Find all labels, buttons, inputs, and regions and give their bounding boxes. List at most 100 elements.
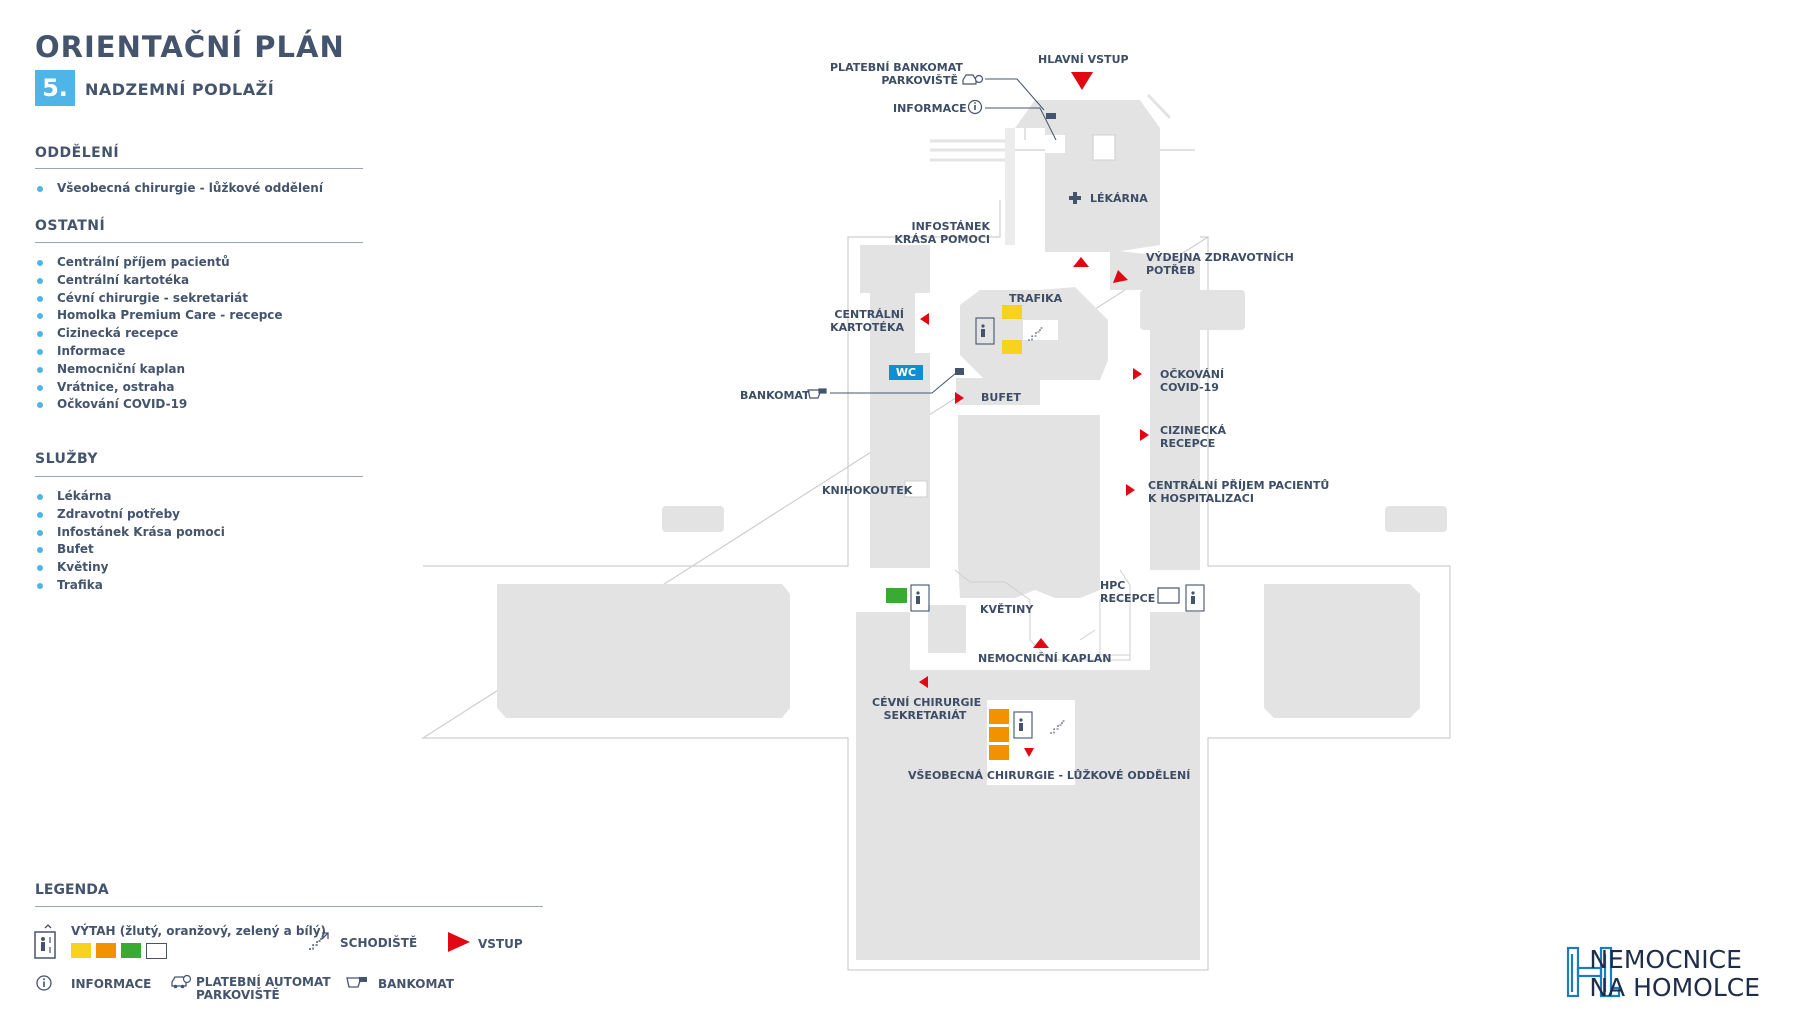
departments-divider: [35, 168, 363, 169]
info-icon: [36, 975, 52, 991]
elevator-green: [886, 588, 907, 603]
map-label-supplies-line1: VÝDEJNA ZDRAVOTNÍCH: [1146, 251, 1294, 264]
map-label-hpc: HPC RECEPCE: [1100, 579, 1155, 605]
legend-divider: [35, 906, 543, 907]
building-blocks: [497, 100, 1447, 960]
map-label-vascular-line2: SEKRETARIÁT: [883, 709, 967, 722]
map-label-chaplain: NEMOCNIČNÍ KAPLAN: [978, 652, 1112, 665]
services-divider: [35, 476, 363, 477]
legend-heading: LEGENDA: [35, 882, 109, 898]
departments-list: Všeobecná chirurgie - lůžkové oddělení: [35, 180, 323, 198]
other-heading: OSTATNÍ: [35, 218, 106, 234]
services-list-item: Květiny: [35, 559, 225, 577]
map-label-main-entrance: HLAVNÍ VSTUP: [1038, 53, 1129, 66]
other-list-item: Cizinecká recepce: [35, 325, 283, 343]
legend-stairs-label: SCHODIŠTĚ: [340, 936, 418, 950]
hospital-logo-text: NEMOCNICE NA HOMOLCE: [1589, 946, 1760, 1002]
other-list-item: Centrální příjem pacientů: [35, 254, 283, 272]
map-label-infostand-line1: INFOSTÁNEK: [911, 220, 991, 233]
wc-badge: [889, 365, 923, 380]
other-list-item: Cévní chirurgie - sekretariát: [35, 290, 283, 308]
map-label-foreign-reception: CIZINECKÁ RECEPCE: [1160, 424, 1226, 450]
map-label-pharmacy: LÉKÁRNA: [1090, 192, 1148, 205]
map-label-wc: WC: [895, 366, 917, 379]
map-label-surgery-ward: VŠEOBECNÁ CHIRURGIE - LŮŽKOVÉ ODDĚLENÍ: [908, 769, 1191, 782]
legend-atm-label: BANKOMAT: [378, 977, 454, 991]
pharmacy-cross-icon: [1069, 192, 1081, 204]
other-list-item: Vrátnice, ostraha: [35, 379, 283, 397]
other-list-item: Nemocniční kaplan: [35, 361, 283, 379]
services-list-item: Zdravotní potřeby: [35, 506, 225, 524]
legend-parking-payment-line1: PLATEBNÍ AUTOMAT: [196, 975, 331, 989]
elevator-yellow-swatch: [71, 943, 91, 958]
map-label-vascular: CÉVNÍ CHIRURGIE SEKRETARIÁT: [872, 696, 982, 722]
services-list-item: Infostánek Krása pomoci: [35, 524, 225, 542]
logo-line2: NA HOMOLCE: [1589, 973, 1760, 1002]
legend-entrance-label: VSTUP: [478, 937, 523, 951]
page-title: ORIENTAČNÍ PLÁN: [35, 30, 345, 64]
services-list-item: Trafika: [35, 577, 225, 595]
map-info-icon: [967, 99, 983, 115]
elevator-green-swatch: [121, 943, 141, 958]
elevator-white: [1157, 587, 1180, 604]
elevator-group-orange: [989, 709, 1009, 760]
legend-elevator-label: VÝTAH (žlutý, oranžový, zelený a bílý): [71, 924, 327, 938]
map-label-foreign-line1: CIZINECKÁ: [1160, 424, 1227, 437]
hospital-logo-icon: [1566, 946, 1621, 998]
elevator-white-swatch: [146, 943, 167, 959]
services-heading: SLUŽBY: [35, 451, 99, 467]
other-list-item: Homolka Premium Care - recepce: [35, 307, 283, 325]
map-label-hpc-line1: HPC: [1100, 579, 1126, 592]
map-label-bookstand: KNIHOKOUTEK: [822, 484, 913, 497]
other-divider: [35, 242, 363, 243]
legend-parking-payment-line2: PARKOVIŠTĚ: [196, 988, 280, 1002]
legend-parking-payment-label: PLATEBNÍ AUTOMAT PARKOVIŠTĚ: [196, 976, 331, 1002]
departments-heading: ODDĚLENÍ: [35, 145, 120, 161]
map-parking-payment-icon: [962, 74, 984, 85]
departments-list-item: Všeobecná chirurgie - lůžkové oddělení: [35, 180, 323, 198]
map-label-foreign-line2: RECEPCE: [1160, 437, 1216, 450]
map-label-records-line2: KARTOTÉKA: [830, 321, 904, 334]
map-stairs-icons: [1028, 327, 1066, 734]
map-label-vascular-line1: CÉVNÍ CHIRURGIE: [872, 696, 982, 709]
map-label-covid-line1: OČKOVÁNÍ: [1160, 368, 1225, 381]
map-label-infostand: INFOSTÁNEK KRÁSA POMOCI: [880, 220, 990, 246]
map-label-covid: OČKOVÁNÍ COVID-19: [1160, 368, 1224, 394]
floor-label: NADZEMNÍ PODLAŽÍ: [85, 80, 275, 99]
other-list-item: Očkování COVID-19: [35, 396, 283, 414]
entrance-markers: [919, 72, 1149, 757]
map-label-records-line1: CENTRÁLNÍ: [834, 308, 904, 321]
map-label-supplies-line2: POTŘEB: [1146, 264, 1196, 277]
map-label-infostand-line2: KRÁSA POMOCI: [894, 233, 990, 246]
other-list-item: Informace: [35, 343, 283, 361]
map-label-parking-atm: PLATEBNÍ BANKOMAT PARKOVIŠTĚ: [830, 61, 963, 87]
elevator-icon: [34, 924, 56, 959]
map-label-covid-line2: COVID-19: [1160, 381, 1219, 394]
map-label-atm: BANKOMAT: [740, 389, 810, 402]
stairs-icon: [309, 932, 329, 950]
map-label-flowers: KVĚTINY: [980, 603, 1034, 616]
entrance-icon: [448, 932, 470, 952]
map-atm-icon: [807, 388, 827, 399]
legend-info-label: INFORMACE: [71, 977, 152, 991]
logo-line1: NEMOCNICE: [1589, 945, 1742, 974]
other-list-item: Centrální kartotéka: [35, 272, 283, 290]
services-list-item: Lékárna: [35, 488, 225, 506]
atm-icon: [346, 977, 367, 988]
map-label-trafika: TRAFIKA: [1009, 292, 1063, 305]
map-label-parking-atm-line1: PLATEBNÍ BANKOMAT: [830, 61, 963, 74]
elevator-orange-swatch: [96, 943, 116, 958]
services-list-item: Bufet: [35, 541, 225, 559]
floor-number-badge: 5.: [35, 70, 75, 106]
map-label-supplies: VÝDEJNA ZDRAVOTNÍCH POTŘEB: [1146, 251, 1294, 277]
map-label-parking-atm-line2: PARKOVIŠTĚ: [881, 74, 958, 87]
map-label-buffet: BUFET: [981, 391, 1021, 404]
map-label-records: CENTRÁLNÍ KARTOTÉKA: [820, 308, 904, 334]
parking-payment-icon: [171, 974, 192, 989]
map-label-admission-line1: CENTRÁLNÍ PŘÍJEM PACIENTŮ: [1148, 479, 1330, 492]
map-label-info: INFORMACE: [893, 102, 967, 115]
map-elevator-icons: [910, 317, 1205, 739]
